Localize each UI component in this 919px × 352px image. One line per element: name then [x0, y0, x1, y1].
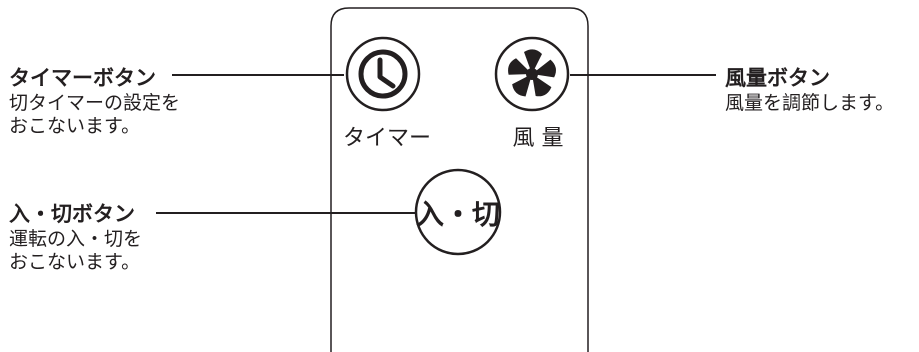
timer-button-label: タイマー [343, 126, 431, 151]
remote-body-outline [330, 7, 589, 352]
power-callout-desc-line-1: 運転の入・切を [9, 227, 143, 250]
power-button[interactable]: 入・切 [414, 168, 502, 256]
fan-callout-title: 風量ボタン [725, 66, 830, 90]
power-callout: 入・切ボタン 運転の入・切を おこないます。 [9, 202, 142, 274]
clock-icon [358, 49, 408, 99]
fan-button[interactable]: 風 量 [494, 36, 570, 151]
timer-callout: タイマーボタン 切タイマーの設定を おこないます。 [9, 66, 180, 138]
fan-callout: 風量ボタン 風量を調節します。 [725, 66, 894, 115]
fan-button-label: 風 量 [513, 126, 564, 151]
timer-button[interactable]: タイマー [343, 36, 431, 151]
power-callout-title: 入・切ボタン [9, 202, 135, 226]
fan-icon [508, 49, 557, 97]
timer-callout-title: タイマーボタン [9, 66, 156, 90]
timer-callout-desc-line-2: おこないます。 [9, 114, 141, 137]
fan-callout-desc-line-1: 風量を調節します。 [725, 91, 895, 114]
timer-callout-desc-line-1: 切タイマーの設定を [9, 91, 181, 114]
power-button-label: 入・切 [416, 198, 500, 231]
power-callout-desc-line-2: おこないます。 [9, 250, 141, 273]
